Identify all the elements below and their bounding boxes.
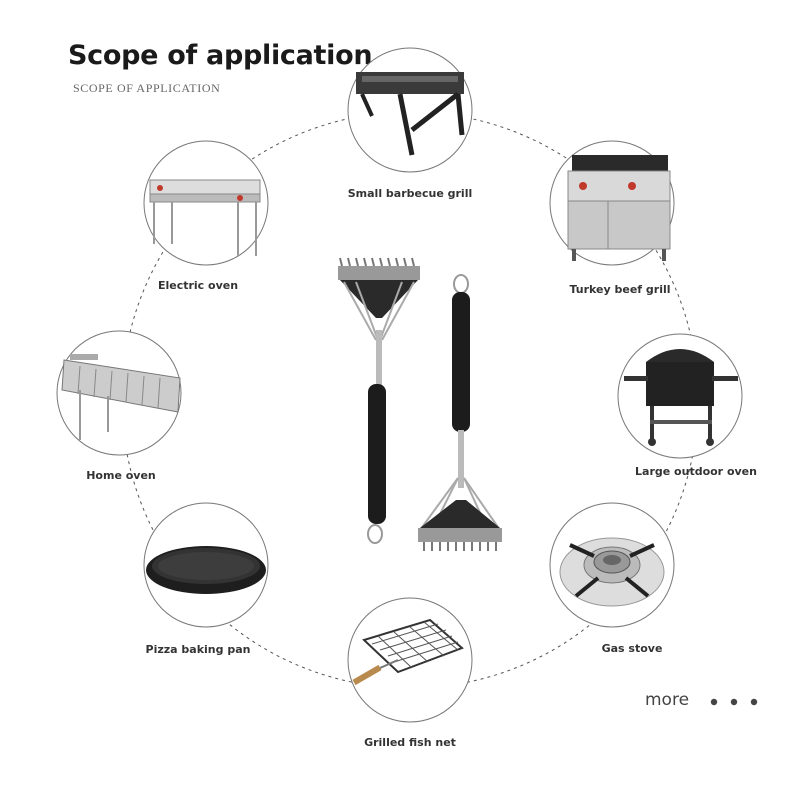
item-small-barbecue-grill [347,47,473,173]
label-turkey-beef-grill: Turkey beef grill [569,283,671,296]
grilled-fish-net-icon [352,618,464,686]
label-small-barbecue-grill: Small barbecue grill [347,187,473,200]
item-home-oven [56,330,182,456]
item-gas-stove [549,502,675,628]
gas-stove-icon [559,537,665,607]
more-link[interactable]: more [645,690,690,710]
item-electric-oven [143,140,269,266]
large-outdoor-oven-icon [624,349,738,446]
item-grilled-fish-net [347,597,473,723]
label-large-outdoor-oven: Large outdoor oven [635,465,757,478]
grill-brush-icon [338,257,502,551]
label-grilled-fish-net: Grilled fish net [364,736,456,749]
label-gas-stove: Gas stove [601,642,663,655]
label-pizza-baking-pan: Pizza baking pan [145,643,251,656]
item-large-outdoor-oven [617,333,743,459]
page-subtitle: SCOPE OF APPLICATION [73,81,221,95]
label-home-oven: Home oven [86,469,156,482]
item-pizza-baking-pan [143,502,269,628]
small-barbecue-grill-icon [356,72,465,156]
turkey-beef-grill-icon [567,155,671,261]
item-turkey-beef-grill [549,140,675,266]
page-title: Scope of application [68,40,373,71]
home-oven-icon [61,354,181,440]
pizza-baking-pan-icon [146,546,266,594]
ellipsis-icon [710,698,758,706]
label-electric-oven: Electric oven [157,279,239,292]
electric-oven-icon [149,179,261,256]
